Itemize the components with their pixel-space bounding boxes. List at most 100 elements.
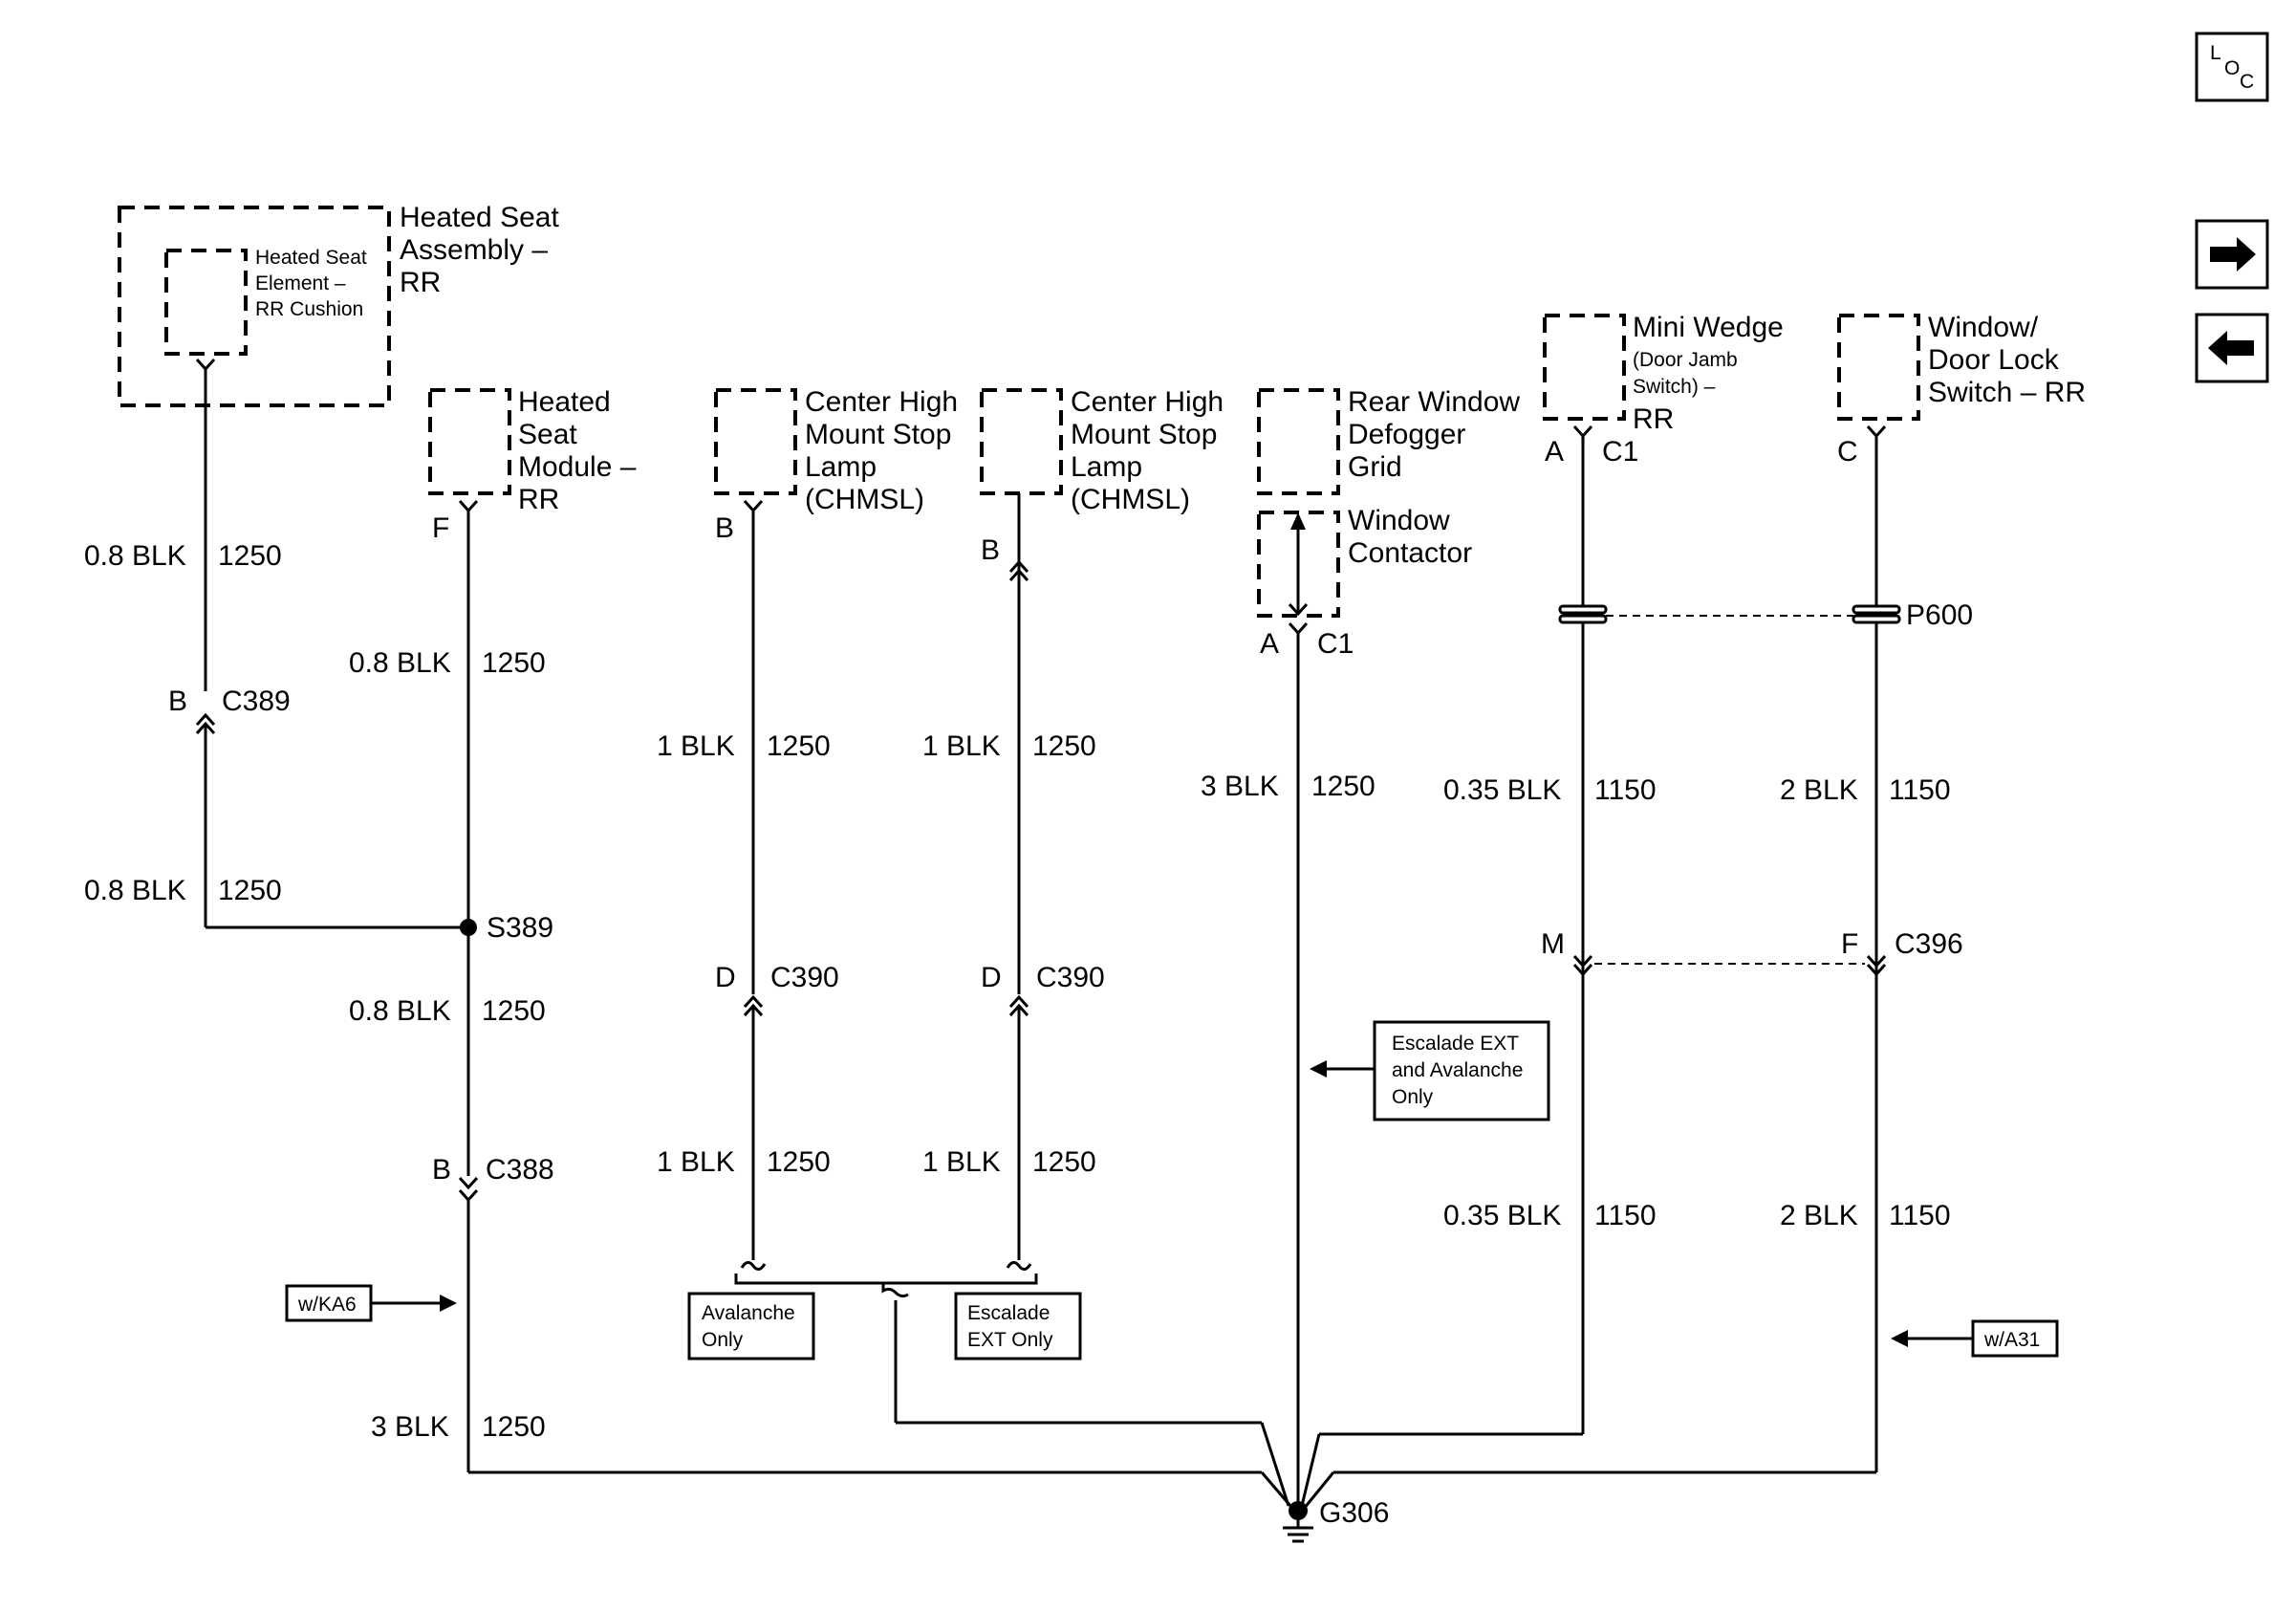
mini-wedge-label-1: Mini Wedge bbox=[1633, 312, 1784, 343]
window-contactor-label-1: Window bbox=[1348, 505, 1450, 536]
wire-seat-element: 0.8 BLK 1250 B C389 0.8 BLK 1250 bbox=[84, 358, 468, 929]
wire-circuit-label: 1250 bbox=[767, 730, 831, 762]
splice-s389-dot bbox=[460, 919, 477, 936]
note-wa31: w/A31 bbox=[1891, 1319, 2059, 1358]
mini-wedge-switch: Mini Wedge (Door Jamb Switch) – RR A C1 bbox=[1543, 312, 1784, 468]
pin-label: B bbox=[432, 1154, 451, 1186]
wire-circuit-label: 1150 bbox=[1594, 1200, 1657, 1231]
wire-color-label: 2 BLK bbox=[1780, 774, 1858, 806]
heated-seat-element-label-3: RR Cushion bbox=[255, 298, 363, 320]
note-escalade-avalanche-line-2: and Avalanche bbox=[1392, 1059, 1523, 1081]
wire-circuit-label: 1250 bbox=[767, 1146, 831, 1178]
loc-icon-o: O bbox=[2224, 57, 2240, 79]
mini-wedge-label-3: Switch) – bbox=[1633, 376, 1716, 398]
note-escalade-avalanche-line-3: Only bbox=[1392, 1086, 1434, 1108]
heated-seat-assembly-label-1: Heated Seat bbox=[400, 202, 559, 233]
wire-circuit-label: 1250 bbox=[482, 1411, 546, 1443]
wire-color-label: 1 BLK bbox=[657, 730, 735, 762]
heated-seat-module-label-1: Heated bbox=[518, 386, 611, 418]
note-wka6-text: w/KA6 bbox=[297, 1294, 357, 1316]
chmsl-2: Center High Mount Stop Lamp (CHMSL) bbox=[980, 386, 1224, 515]
defogger-label-1: Rear Window bbox=[1348, 386, 1520, 418]
note-escalade-line-1: Escalade bbox=[967, 1302, 1050, 1324]
chmsl-1-label-2: Mount Stop bbox=[805, 419, 951, 450]
mini-wedge-label-4: RR bbox=[1633, 403, 1674, 435]
note-escalade-avalanche-line-1: Escalade EXT bbox=[1392, 1033, 1519, 1055]
pin-label: F bbox=[1841, 928, 1858, 960]
wire-circuit-label: 1250 bbox=[218, 875, 282, 906]
chmsl-2-label-3: Lamp bbox=[1071, 451, 1142, 483]
pin-label: M bbox=[1541, 928, 1565, 960]
next-page-button[interactable] bbox=[2195, 219, 2269, 290]
chmsl-1: Center High Mount Stop Lamp (CHMSL) B bbox=[714, 386, 958, 544]
arrow-left-icon bbox=[1891, 1330, 1908, 1347]
heated-seat-assembly-label-2: Assembly – bbox=[400, 234, 548, 266]
wire-color-label: 0.8 BLK bbox=[84, 875, 186, 906]
wire-mini-wedge: 0.35 BLK 1150 M 0.35 BLK 1150 bbox=[1300, 425, 1657, 1507]
ground-dot bbox=[1289, 1501, 1308, 1520]
wire-color-label: 0.35 BLK bbox=[1443, 774, 1561, 806]
defogger-label-2: Defogger bbox=[1348, 419, 1465, 450]
wire-circuit-label: 1250 bbox=[1311, 771, 1375, 802]
wire-color-label: 1 BLK bbox=[922, 730, 1001, 762]
wire-color-label: 1 BLK bbox=[657, 1146, 735, 1178]
loc-icon-c: C bbox=[2240, 71, 2254, 93]
wire-chmsl-2: B 1 BLK 1250 D C390 1 BLK 1250 bbox=[922, 493, 1105, 1271]
wire-seat-module: 0.8 BLK 1250 S389 0.8 BLK 1250 B C388 3 … bbox=[349, 499, 1262, 1474]
pin-label: A bbox=[1260, 628, 1279, 660]
chmsl-2-label-1: Center High bbox=[1071, 386, 1224, 418]
pin-label: A bbox=[1545, 436, 1564, 468]
pin-label: C1 bbox=[1602, 436, 1638, 468]
arrow-left-icon bbox=[2208, 331, 2254, 365]
arrow-left-icon bbox=[1310, 1060, 1327, 1078]
wire-color-label: 3 BLK bbox=[1201, 771, 1279, 802]
wire-circuit-label: 1250 bbox=[1032, 1146, 1096, 1178]
pin-label: D bbox=[981, 962, 1002, 993]
heated-seat-element-label-2: Element – bbox=[255, 272, 346, 294]
arrow-right-icon bbox=[2210, 237, 2256, 272]
connector-c388-label: C388 bbox=[486, 1154, 554, 1186]
connector-c389-label: C389 bbox=[222, 686, 291, 717]
wire-chmsl-1: 1 BLK 1250 D C390 1 BLK 1250 bbox=[657, 499, 839, 1271]
pin-label: B bbox=[981, 534, 1000, 566]
ground-g306: G306 bbox=[1260, 1471, 1389, 1543]
wire-circuit-label: 1150 bbox=[1594, 774, 1657, 806]
previous-page-button[interactable] bbox=[2195, 313, 2269, 383]
heated-seat-assembly: Heated Seat Assembly – RR Heated Seat El… bbox=[118, 202, 559, 407]
window-contactor-label-2: Contactor bbox=[1348, 537, 1472, 569]
loc-button[interactable]: L O C bbox=[2195, 32, 2269, 102]
pin-label: D bbox=[715, 962, 736, 993]
heated-seat-assembly-label-3: RR bbox=[400, 267, 441, 298]
note-escalade-only: Escalade EXT Only bbox=[954, 1292, 1082, 1361]
note-avalanche-only: Avalanche Only bbox=[687, 1292, 815, 1361]
window-door-lock-label-1: Window/ bbox=[1928, 312, 2039, 343]
connector-c396-label: C396 bbox=[1895, 928, 1963, 960]
pin-label: C1 bbox=[1317, 628, 1354, 660]
heated-seat-module-label-4: RR bbox=[518, 484, 559, 515]
splice-s389-label: S389 bbox=[487, 912, 553, 944]
window-door-lock-label-3: Switch – RR bbox=[1928, 377, 2086, 408]
wire-defogger: 3 BLK 1250 bbox=[1201, 621, 1375, 1506]
option-bracket bbox=[734, 1274, 1290, 1507]
note-wka6: w/KA6 bbox=[285, 1284, 457, 1322]
chmsl-1-label-3: Lamp bbox=[805, 451, 877, 483]
chmsl-1-label-1: Center High bbox=[805, 386, 958, 418]
window-door-lock-switch: Window/ Door Lock Switch – RR C bbox=[1837, 312, 2086, 468]
window-door-lock-label-2: Door Lock bbox=[1928, 344, 2060, 376]
heated-seat-element-label-1: Heated Seat bbox=[255, 247, 367, 269]
wire-color-label: 2 BLK bbox=[1780, 1200, 1858, 1231]
chmsl-1-label-4: (CHMSL) bbox=[805, 484, 924, 515]
heated-seat-module-label-2: Seat bbox=[518, 419, 577, 450]
wire-color-label: 0.8 BLK bbox=[349, 995, 451, 1027]
pin-label: C bbox=[1837, 436, 1858, 468]
defogger-label-3: Grid bbox=[1348, 451, 1402, 483]
wire-circuit-label: 1150 bbox=[1889, 774, 1951, 806]
chmsl-2-label-4: (CHMSL) bbox=[1071, 484, 1190, 515]
wire-color-label: 0.35 BLK bbox=[1443, 1200, 1561, 1231]
pin-label: B bbox=[168, 686, 187, 717]
note-avalanche-line-2: Only bbox=[702, 1329, 744, 1351]
connector-c390-label: C390 bbox=[770, 962, 839, 993]
note-escalade-line-2: EXT Only bbox=[967, 1329, 1053, 1351]
wire-color-label: 1 BLK bbox=[922, 1146, 1001, 1178]
